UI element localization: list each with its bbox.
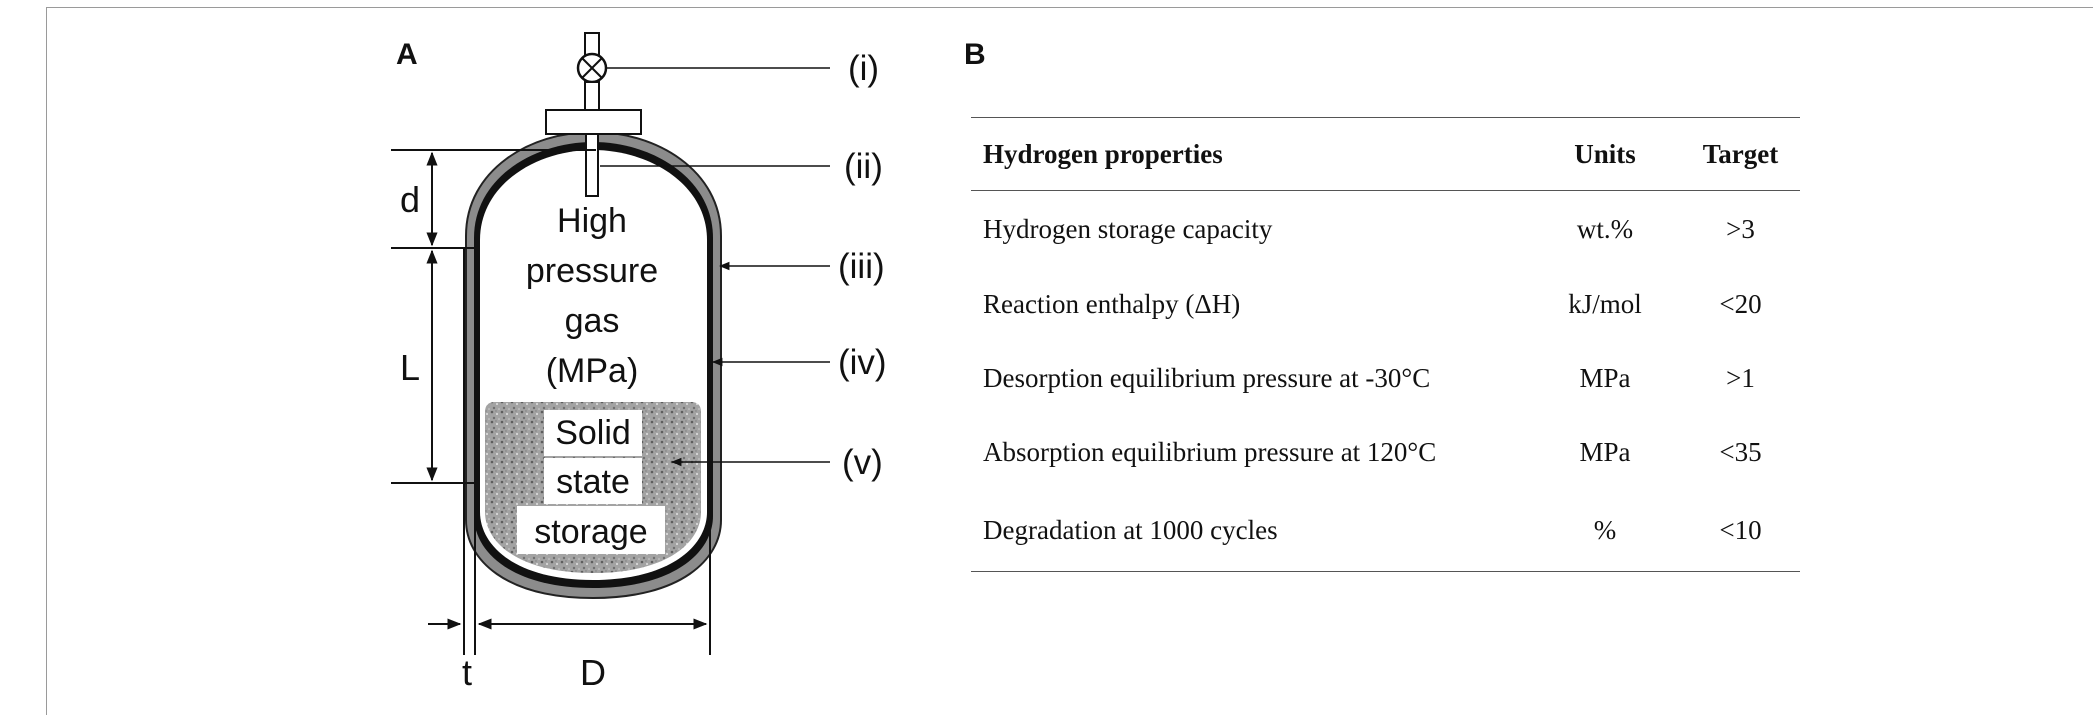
cell-target: >1 <box>1726 362 1755 393</box>
cell-property: Reaction enthalpy (ΔH) <box>983 288 1241 319</box>
cell-property: Absorption equilibrium pressure at 120°C <box>983 436 1437 467</box>
solid-label-line-3: storage <box>534 513 647 551</box>
callout-leaders <box>600 67 830 467</box>
cell-target: <35 <box>1719 436 1762 467</box>
header-units: Units <box>1529 117 1681 191</box>
table-row: Absorption equilibrium pressure at 120°C… <box>971 415 1800 489</box>
callout-i: (i) <box>848 49 879 88</box>
solid-label-line-1: Solid <box>555 414 631 452</box>
gas-label-line-3: gas <box>565 302 620 340</box>
table-row: Desorption equilibrium pressure at -30°C… <box>971 341 1800 415</box>
cell-units: kJ/mol <box>1568 288 1642 319</box>
cell-units: % <box>1529 489 1681 572</box>
dimension-L-label: L <box>400 347 420 388</box>
dimension-lines <box>391 149 711 655</box>
callout-iii: (iii) <box>838 247 885 286</box>
callout-v: (v) <box>842 443 883 482</box>
hydrogen-properties-table-panel: Hydrogen properties Units Target Hydroge… <box>971 117 1800 572</box>
cell-units: wt.% <box>1576 213 1634 244</box>
solid-label-line-2: state <box>556 463 630 501</box>
table-row: Reaction enthalpy (ΔH) kJ/mol <20 <box>971 267 1800 341</box>
cell-property: Hydrogen storage capacity <box>983 213 1273 244</box>
cell-property: Degradation at 1000 cycles <box>971 489 1529 572</box>
gas-label-line-4: (MPa) <box>546 352 639 390</box>
cell-target: >3 <box>1726 213 1755 244</box>
table-row: Hydrogen storage capacity wt.% >3 <box>971 191 1800 268</box>
gas-label-line-1: High <box>557 202 627 240</box>
cell-target: <20 <box>1719 288 1762 319</box>
header-target: Target <box>1681 117 1800 191</box>
cell-units: MPa <box>1579 362 1631 393</box>
panel-b-label: B <box>964 38 986 71</box>
panel-a-label: A <box>396 38 418 71</box>
table-header-row: Hydrogen properties Units Target <box>971 117 1800 191</box>
figure-frame <box>46 7 2093 715</box>
gas-label-line-2: pressure <box>526 252 658 290</box>
dimension-D-label: D <box>580 652 606 693</box>
dimension-t-label: t <box>462 652 472 693</box>
table-row: Degradation at 1000 cycles % <10 <box>971 489 1800 572</box>
cell-property: Desorption equilibrium pressure at -30°C <box>983 362 1431 393</box>
callout-iv: (iv) <box>838 343 887 382</box>
cell-units: MPa <box>1579 436 1631 467</box>
dimension-d-label: d <box>400 179 420 220</box>
header-property: Hydrogen properties <box>971 117 1529 191</box>
cell-target: <10 <box>1681 489 1800 572</box>
callout-ii: (ii) <box>844 147 883 186</box>
hydrogen-properties-table: Hydrogen properties Units Target Hydroge… <box>971 117 1800 572</box>
